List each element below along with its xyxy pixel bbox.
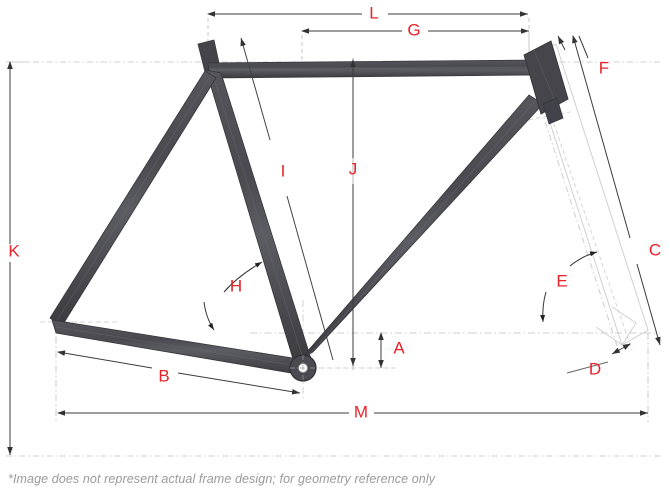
down-tube [299,94,544,361]
label-F: F [599,58,609,77]
label-E: E [556,271,567,290]
top-tube [207,59,537,79]
label-C: C [649,240,661,259]
label-L: L [369,3,378,22]
label-I: I [281,161,286,180]
head-tube [523,40,569,115]
leader-line-D [566,361,609,374]
label-K: K [8,241,20,260]
dimension-line-C [572,35,631,239]
label-G: G [407,20,420,39]
angle-arrow-E-lower [540,291,547,323]
dimension-line-B [57,350,153,369]
dimension-labels: A B C D E F G H I J K L M [8,3,661,421]
label-M: M [354,402,368,421]
angle-arrow-H-upper [223,261,263,293]
construction-lines [6,18,660,457]
label-J: J [349,159,358,178]
leader-line-I [286,195,334,361]
label-D: D [589,359,601,378]
dimension-line-F [578,35,589,59]
frame-tubes [49,39,569,382]
dimension-line-D [611,343,631,355]
label-H: H [230,276,242,295]
label-A: A [393,338,405,357]
fork-blade [542,97,564,125]
chainstay [51,319,306,376]
leader-line-I-top [240,37,271,141]
angle-arrow-H-lower [203,301,215,331]
dimension-line-F-arrow [557,35,566,51]
dimension-lines [7,11,661,455]
disclaimer-caption: *Image does not represent actual frame d… [8,472,436,486]
label-B: B [158,366,169,385]
angle-arrow-E-upper [569,251,598,267]
seat-stay [49,70,217,327]
